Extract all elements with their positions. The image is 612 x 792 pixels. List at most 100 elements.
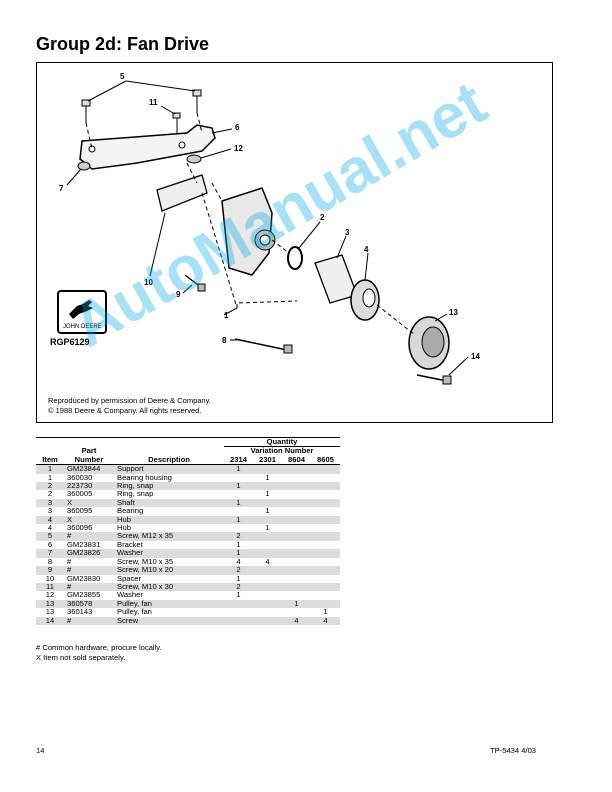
cell-item: 11 [36,582,64,592]
cell-quantity [282,532,311,541]
cell-quantity [311,566,340,575]
cell-part-number: # [64,582,114,592]
note-common-hardware: # Common hardware, procure locally. [36,643,162,652]
cell-description: Screw, M10 x 20 [114,565,224,575]
credit-line: Reproduced by permission of Deere & Comp… [48,396,211,405]
callout-14: 14 [471,352,480,361]
cell-quantity [311,549,340,558]
credit-line: © 1988 Deere & Company. All rights reser… [48,406,202,415]
cell-part-number: 360005 [67,489,93,499]
cell-description: Pulley, fan [117,607,152,617]
cell-quantity [282,566,311,575]
cell-item: 12 [45,590,55,600]
cell-quantity [253,616,282,625]
header-var-2314: 2314 [230,454,247,464]
cell-description: Bracket [117,539,143,549]
cell-part-number: # [67,556,72,566]
cell-quantity [224,616,253,625]
note-not-sold: X Item not sold separately. [36,653,126,662]
support-part [221,187,273,276]
cell-item: 10 [45,573,55,583]
cell-item: 7 [36,548,64,558]
washer-part [77,161,91,171]
cell-quantity [253,549,282,558]
cell-item: 13 [45,607,55,617]
cell-quantity [282,515,311,525]
cell-description: Screw, M10 x 30 [114,582,224,592]
cell-quantity [311,515,340,525]
cell-item: 2 [47,489,53,499]
cell-item: 9 [36,565,64,575]
callout-9: 9 [176,290,181,299]
cell-quantity [311,582,340,592]
cell-item: 5 [36,532,64,541]
header-var-8605: 8605 [317,454,334,464]
cell-part-number: GM23844 [64,465,114,474]
cell-part-number: X [64,498,114,508]
cell-quantity [311,532,340,541]
cell-quantity [253,498,282,508]
cell-item: 14 [36,616,64,625]
cell-quantity: 1 [224,548,253,558]
cell-quantity [224,599,253,609]
callout-2: 2 [320,213,325,222]
cell-quantity [253,582,282,592]
header-part: Part [81,446,97,456]
callout-5: 5 [120,72,125,81]
cell-quantity [311,464,340,474]
header-description: Description [148,454,190,464]
exploded-parts-diagram: 5 11 6 12 7 2 3 4 10 9 1 13 8 14 [36,62,553,423]
cell-description: Bearing [117,506,144,516]
washer-part [186,154,202,164]
cell-part-number: GM23855 [67,590,101,600]
cell-quantity [282,482,311,491]
cell-quantity: 1 [236,573,241,583]
figure-code: RGP6129 [50,337,90,347]
cell-quantity [253,532,282,541]
header-var-8604: 8604 [288,454,305,464]
screw-part [416,374,448,382]
cell-quantity: 1 [265,472,270,482]
cell-quantity: 1 [282,599,311,609]
cell-part-number: X [64,515,114,525]
cell-quantity [253,575,282,583]
cell-quantity [253,599,282,609]
page-title: Group 2d: Fan Drive [36,34,210,54]
cell-item: 1 [47,472,53,482]
cell-quantity: 4 [236,556,241,566]
cell-quantity [282,549,311,558]
cell-item: 2 [36,481,64,491]
cell-description: Screw [114,616,224,625]
cell-description: Washer [114,548,224,558]
cell-quantity: 1 [265,489,270,499]
cell-quantity: 1 [224,465,253,474]
table-notes: # Common hardware, procure locally. X It… [36,643,162,663]
cell-part-number: GM23830 [67,573,101,583]
cell-quantity [253,541,282,549]
cell-quantity: 2 [224,565,253,575]
callout-10: 10 [144,278,153,287]
cell-quantity: 4 [282,616,311,625]
callout-3: 3 [345,228,350,237]
cell-description: Spacer [117,573,142,583]
header-number: Number [74,454,104,464]
header-variation: Variation Number [250,446,314,456]
parts-table: Quantity Part Variation Number Item Numb… [36,437,340,625]
cell-quantity: 2 [224,532,253,541]
cell-item: 4 [36,515,64,525]
cell-quantity [311,541,340,549]
callout-4: 4 [364,245,369,254]
cell-quantity: 1 [224,498,253,508]
cell-description: Hub [114,515,224,525]
cell-quantity [311,558,340,566]
cell-quantity: 1 [265,523,270,533]
cell-part-number: 360030 [67,472,93,482]
